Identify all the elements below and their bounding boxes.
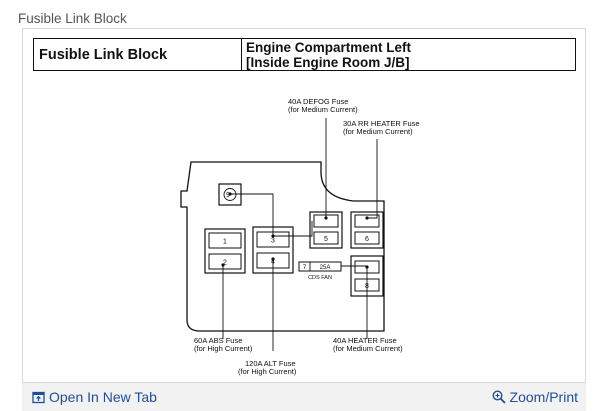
rr-heater-fuse-name: 30A RR HEATER Fuse — [343, 119, 420, 128]
leader-alt — [230, 193, 274, 236]
header-location: Engine Compartment Left [Inside Engine R… — [242, 39, 575, 70]
slot-5-box — [313, 231, 339, 245]
header-location-line1: Engine Compartment Left — [246, 40, 412, 55]
slot-9-ring — [223, 188, 237, 201]
slot-7-box — [298, 261, 342, 272]
leader-rr-heater — [367, 139, 378, 219]
slot-6-housing — [350, 211, 384, 249]
slot-1-2-housing — [204, 228, 246, 274]
abs-fuse-name: 60A ABS Fuse — [194, 336, 242, 345]
slot-6a-box — [354, 214, 380, 228]
slot-1-label: 1 — [223, 239, 227, 246]
zoom-print-link[interactable]: Zoom/Print — [492, 389, 578, 405]
slot-5-label: 5 — [324, 236, 328, 243]
slot-1-box — [208, 232, 242, 249]
header-title: Fusible Link Block — [34, 39, 242, 70]
open-in-new-tab-link[interactable]: Open In New Tab — [32, 389, 157, 405]
diagram-frame: Fusible Link Block Engine Compartment Le… — [22, 28, 586, 383]
cds-fan-label: CDS FAN — [308, 275, 332, 281]
fuse-block-outline — [180, 161, 385, 332]
slot-6-label: 6 — [365, 236, 369, 243]
defog-fuse-note: (for Medium Current) — [288, 105, 358, 114]
heater-fuse-name: 40A HEATER Fuse — [333, 336, 397, 345]
defog-fuse-name: 40A DEFOG Fuse — [288, 97, 348, 106]
header-location-line2: [Inside Engine Room J/B] — [246, 55, 410, 70]
abs-fuse-note: (for High Current) — [194, 344, 253, 353]
leader-3-5 — [273, 221, 313, 237]
open-new-tab-icon — [32, 391, 45, 404]
header-table: Fusible Link Block Engine Compartment Le… — [33, 38, 576, 71]
alt-fuse-name: 120A ALT Fuse — [245, 359, 296, 368]
zoom-icon — [492, 390, 506, 404]
open-in-new-tab-label: Open In New Tab — [49, 389, 157, 405]
alt-fuse-note: (for High Current) — [238, 367, 297, 376]
rr-heater-fuse-note: (for Medium Current) — [343, 127, 413, 136]
slot-3-label: 3 — [271, 238, 275, 245]
slot-2-box — [208, 253, 242, 270]
fuse-block-diagram: 9 1 2 3 4 5 6 7 25A CDS FAN 8 — [180, 97, 420, 376]
slot-6-box — [354, 231, 380, 245]
slot-9-box — [218, 183, 242, 206]
zoom-print-label: Zoom/Print — [509, 389, 578, 405]
slot-9-label: 9 — [226, 192, 230, 199]
slot-7-label: 7 — [303, 265, 307, 271]
fan-rating-label: 25A — [320, 265, 331, 271]
figure-caption: Fusible Link Block — [18, 11, 127, 26]
heater-fuse-note: (for Medium Current) — [333, 344, 403, 353]
diagram-footer: Open In New Tab Zoom/Print — [22, 383, 586, 411]
slot-2-label: 2 — [223, 260, 227, 267]
